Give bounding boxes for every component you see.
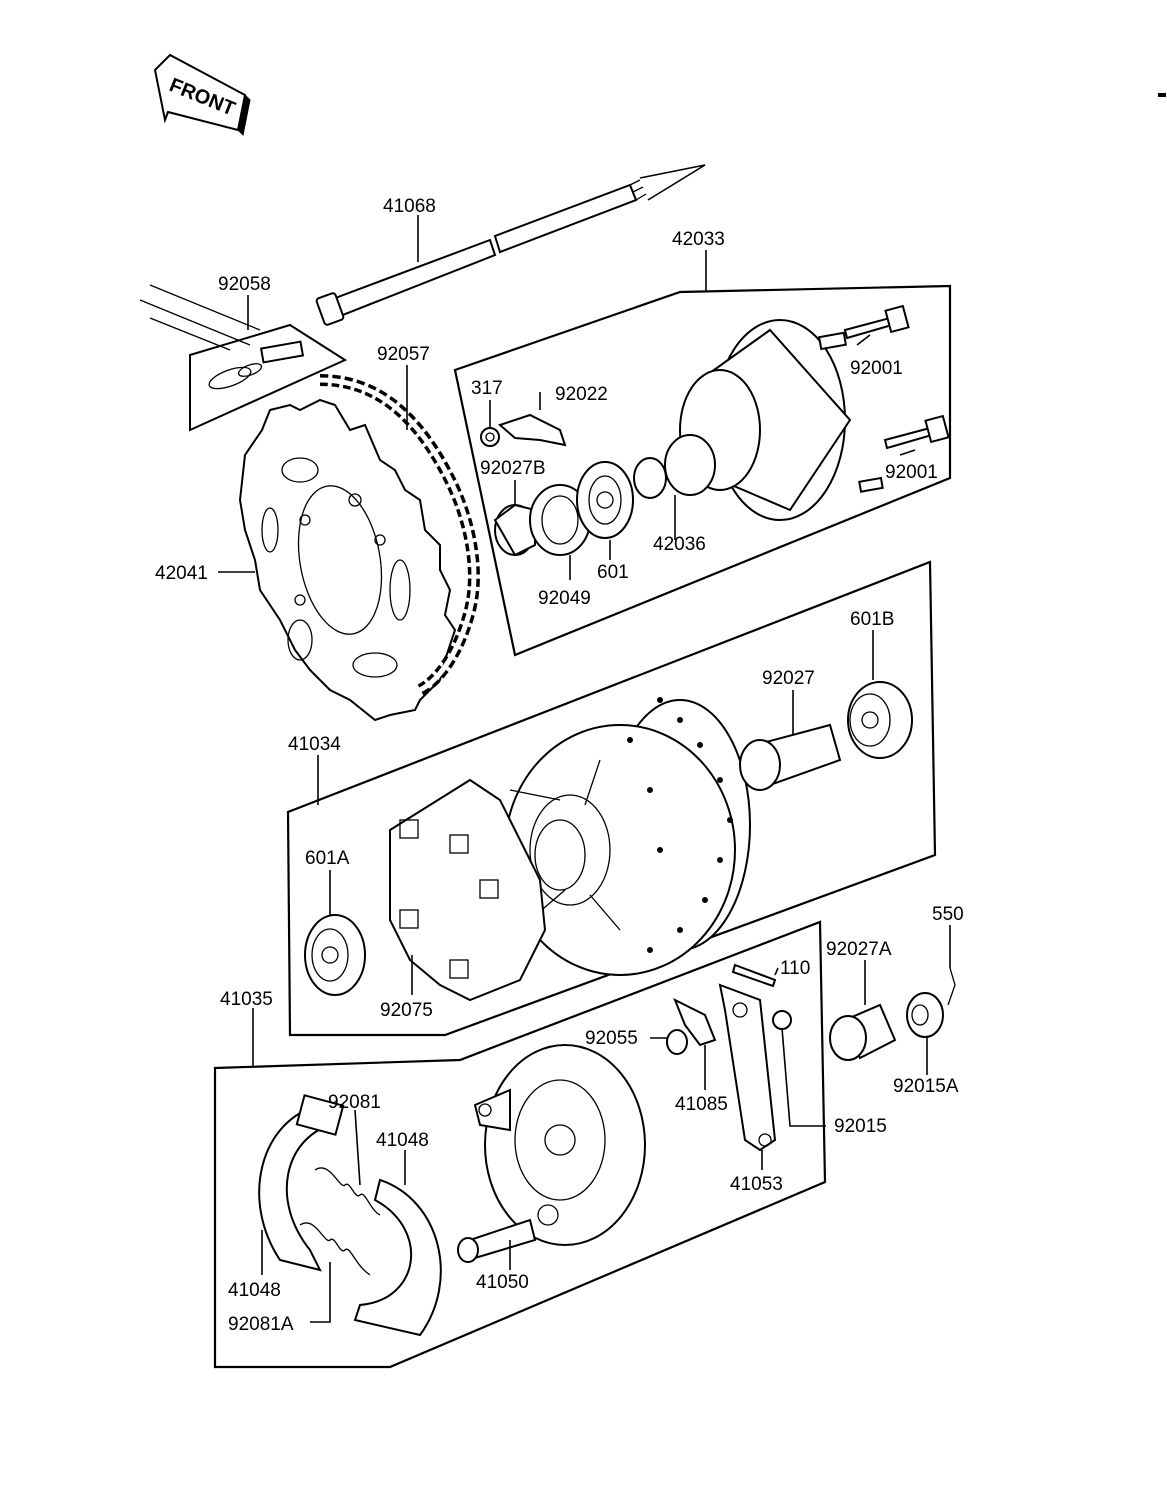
label-550: 550 [932,904,964,925]
label-92027: 92027 [762,668,815,689]
hub-bolt-lower [883,414,950,450]
label-92049: 92049 [538,588,591,609]
leader-lines [218,215,951,1323]
corner-mark [1158,93,1166,97]
sprocket-coupling [633,319,884,521]
label-92058: 92058 [218,274,271,295]
label-317: 317 [471,378,503,399]
collar-92027a [829,1003,897,1061]
label-92001-lower: 92001 [885,462,938,483]
label-92081a: 92081A [228,1314,294,1335]
hub-bolt-upper [843,304,910,340]
label-601b: 601B [850,609,894,630]
label-92027b: 92027B [480,458,546,479]
label-92055: 92055 [585,1028,638,1049]
label-42041: 42041 [155,563,208,584]
bearing-601 [576,461,634,539]
label-92015a: 92015A [893,1076,959,1097]
bolt-110 [731,963,777,988]
bearing-601a [304,914,366,996]
brake-shoe-left [258,1094,345,1272]
indicator-plate [673,997,717,1047]
shoe-spring-upper [314,1167,381,1216]
label-41048-upper: 41048 [376,1130,429,1151]
washer-92055 [666,1029,688,1055]
rear-sprocket [238,398,457,722]
label-41034: 41034 [288,734,341,755]
wheel-damper [389,778,547,1002]
label-42036: 42036 [653,534,706,555]
label-41053: 41053 [730,1174,783,1195]
bearing-601b [847,681,913,759]
shoe-spring-lower [299,1222,371,1276]
label-110: 110 [780,958,810,979]
label-41035: 41035 [220,989,273,1010]
label-92022: 92022 [555,384,608,405]
label-92075: 92075 [380,1000,433,1021]
brake-shoe-right [353,1178,442,1337]
front-arrow-icon: FRONT [153,53,251,137]
drive-chain [319,374,480,696]
brake-cam [457,1218,537,1263]
label-41048-lower: 41048 [228,1280,281,1301]
lock-plate [498,413,567,447]
collar-92027 [739,723,842,791]
nut-317 [480,427,500,447]
label-42033: 42033 [672,229,725,250]
label-92015: 92015 [834,1116,887,1137]
label-601: 601 [597,562,629,583]
cotter-pin [947,967,956,1006]
hub-assembly-box [453,284,952,657]
label-41050: 41050 [476,1272,529,1293]
brake-lever [718,983,777,1152]
label-92081: 92081 [328,1092,381,1113]
part-labels: 41068 42033 92058 92057 317 92022 92001 … [155,196,964,1335]
axle [315,164,706,326]
wheel-hub [504,697,751,976]
label-92057: 92057 [377,344,430,365]
label-41068: 41068 [383,196,436,217]
label-92001-upper: 92001 [850,358,903,379]
collar-92027b [493,503,536,557]
nut-92015 [772,1010,792,1030]
chain-master-link [139,284,348,432]
label-601a: 601A [305,848,350,869]
brake-assembly-box [213,920,827,1369]
axle-nut [906,992,944,1038]
brake-panel [473,1044,646,1246]
label-92027a: 92027A [826,939,892,960]
label-41085: 41085 [675,1094,728,1115]
